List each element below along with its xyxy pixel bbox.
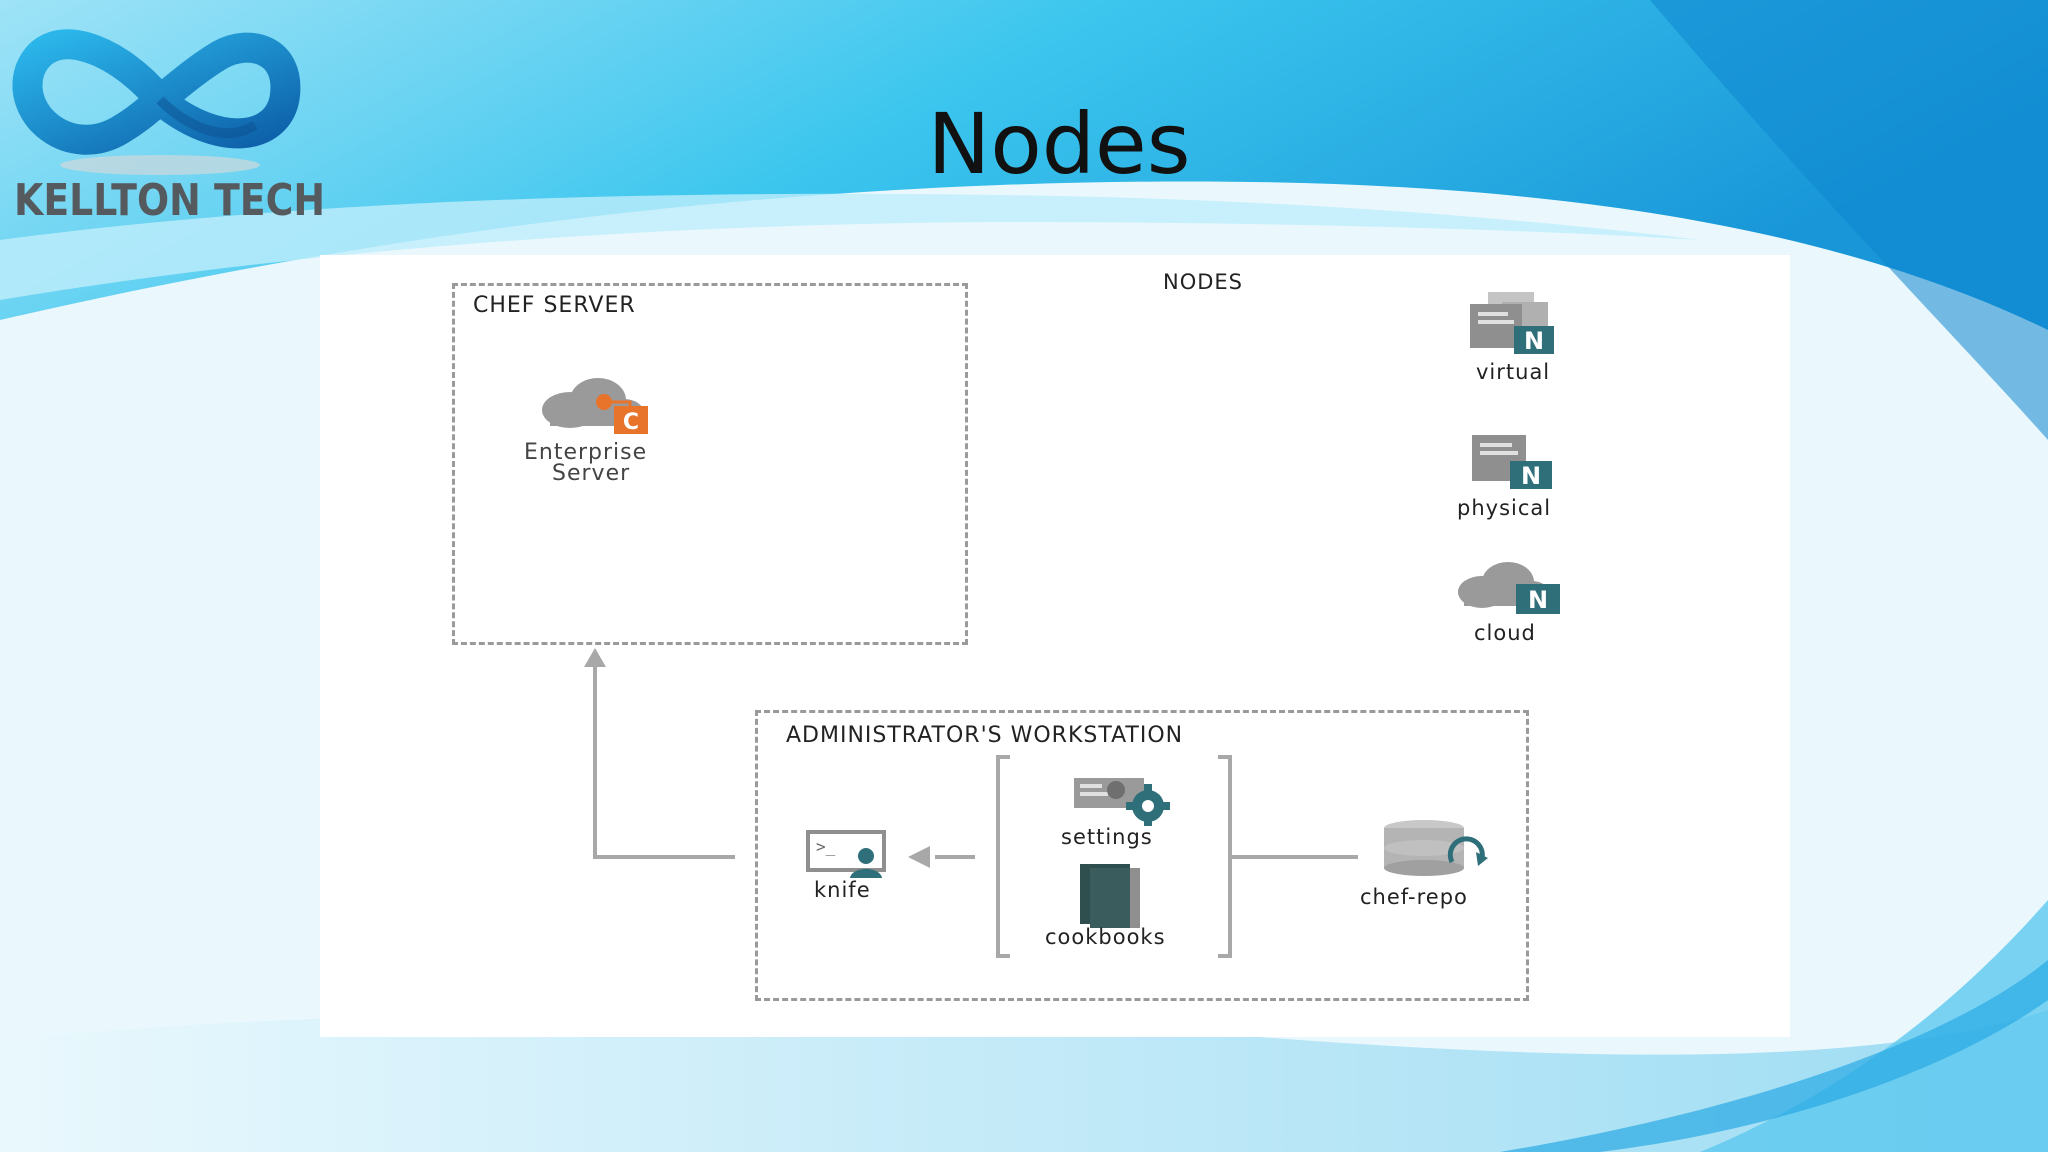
virtual-node-icon: N — [1470, 292, 1554, 355]
diagram-panel — [320, 255, 1790, 1037]
cloud-badge: N — [1528, 586, 1548, 614]
kellton-logo-icon — [12, 29, 301, 175]
chef-server-title: CHEF SERVER — [473, 293, 636, 318]
chef-server-box — [452, 283, 968, 645]
virtual-badge: N — [1524, 327, 1544, 355]
slide-title: Nodes — [927, 95, 1191, 193]
chef-badge-letter: C — [623, 410, 639, 435]
physical-badge: N — [1521, 462, 1541, 490]
enterprise-server-label-2: Server — [552, 461, 631, 486]
physical-label: physical — [1457, 496, 1552, 520]
knife-terminal-icon: >_ — [806, 830, 886, 878]
nodes-title: NODES — [1163, 270, 1244, 294]
cloud-label: cloud — [1474, 621, 1536, 645]
physical-node-icon: N — [1472, 435, 1552, 490]
cookbooks-book-icon — [1080, 864, 1140, 928]
workstation-box — [755, 710, 1529, 1001]
settings-label: settings — [1061, 825, 1153, 849]
workstation-title: ADMINISTRATOR'S WORKSTATION — [786, 723, 1184, 748]
cloud-node-icon: N — [1458, 562, 1560, 614]
cookbooks-label: cookbooks — [1045, 925, 1166, 949]
settings-gear-icon — [1074, 778, 1170, 826]
chef-c-badge-icon: C — [596, 394, 648, 435]
enterprise-server-label-1: Enterprise — [524, 440, 648, 465]
logo-text: KELLTON TECH — [14, 175, 326, 226]
knife-label: knife — [814, 878, 871, 902]
chef-repo-database-icon — [1384, 820, 1488, 876]
chef-repo-label: chef-repo — [1360, 885, 1468, 909]
virtual-label: virtual — [1476, 360, 1551, 384]
svg-text:>_: >_ — [816, 837, 836, 856]
